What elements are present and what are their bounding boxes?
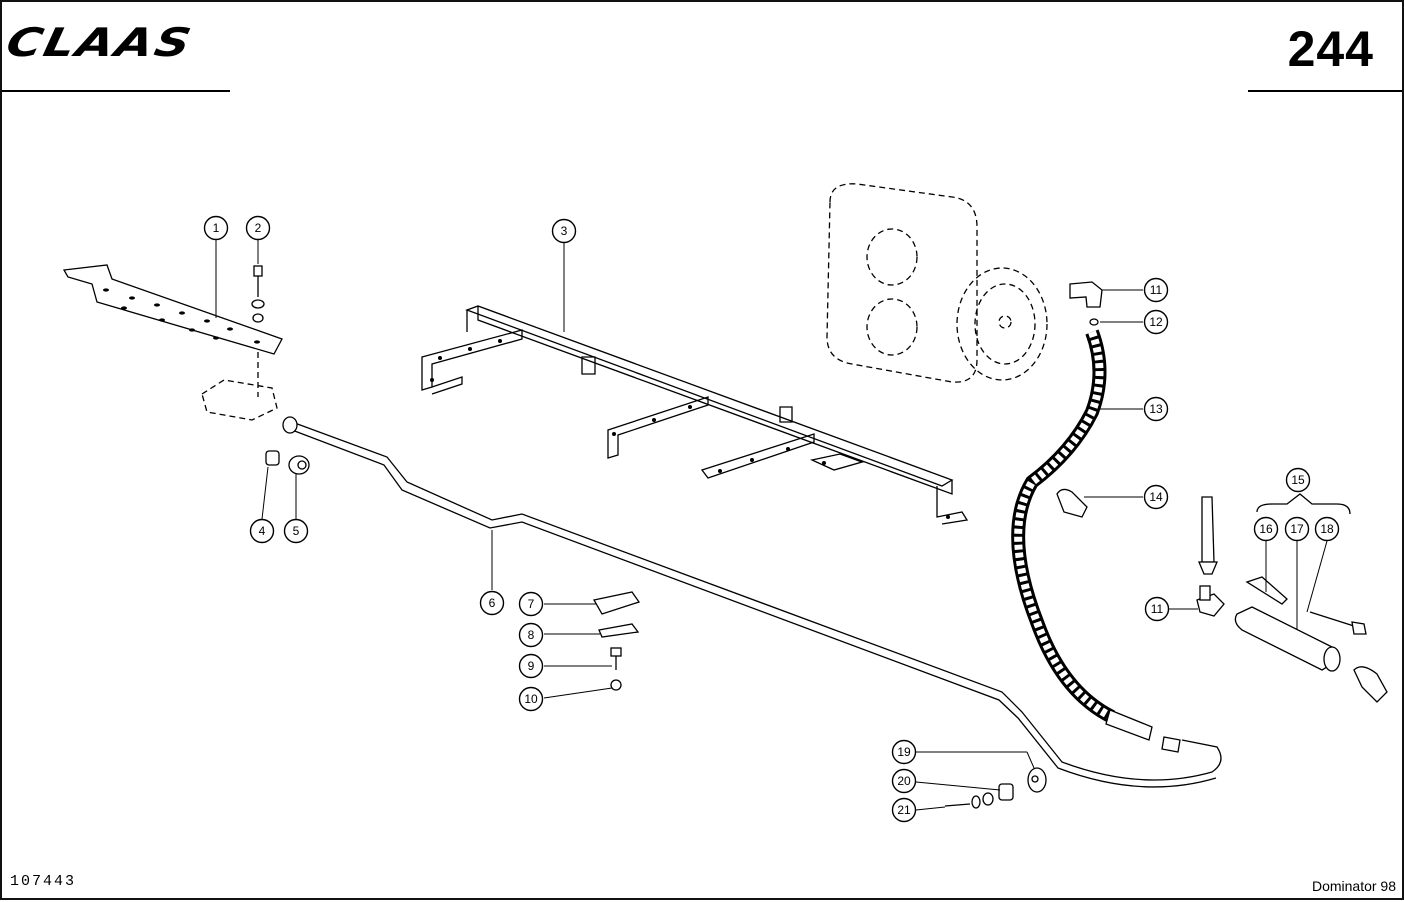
part-sensor-15 — [1198, 493, 1388, 703]
callout-17: 17 — [1284, 516, 1310, 542]
callout-18: 18 — [1314, 516, 1340, 542]
part-pipe-6 — [282, 416, 1222, 788]
part-clamp-14 — [1056, 488, 1088, 518]
callout-10: 10 — [518, 686, 544, 712]
svg-text:15: 15 — [1291, 473, 1305, 487]
part-bolt-2 — [251, 265, 265, 323]
svg-text:2: 2 — [255, 221, 262, 235]
svg-text:13: 13 — [1149, 402, 1163, 416]
callout-6: 6 — [479, 590, 505, 616]
callout-3: 3 — [551, 218, 577, 244]
svg-text:14: 14 — [1149, 490, 1163, 504]
part-spacer-20 — [998, 783, 1014, 801]
part-elbow-11-top — [1069, 281, 1103, 308]
callout-9: 9 — [518, 653, 544, 679]
page-number: 244 — [1287, 21, 1374, 77]
svg-text:19: 19 — [897, 745, 911, 759]
callout-2: 2 — [245, 215, 271, 241]
svg-text:8: 8 — [528, 628, 535, 642]
svg-text:16: 16 — [1259, 522, 1273, 536]
part-bolt-9 — [610, 647, 622, 670]
callout-11-lower: 11 — [1144, 596, 1170, 622]
part-frame-3 — [421, 305, 969, 525]
svg-text:3: 3 — [561, 224, 568, 238]
callout-16: 16 — [1253, 516, 1279, 542]
part-oring-12 — [1089, 318, 1099, 326]
callout-20: 20 — [891, 768, 917, 794]
callout-15: 15 — [1285, 467, 1311, 493]
part-clamp-19 — [1027, 767, 1047, 793]
leader-lines — [215, 240, 1328, 811]
callout-7: 7 — [518, 591, 544, 617]
part-clip-7 — [592, 591, 641, 615]
callout-12: 12 — [1143, 309, 1169, 335]
callout-5: 5 — [283, 518, 309, 544]
header-rule-left — [2, 90, 230, 92]
part-tee-11-lower — [1196, 585, 1225, 617]
svg-text:11: 11 — [1151, 602, 1164, 616]
svg-text:12: 12 — [1149, 315, 1163, 329]
callout-19: 19 — [891, 739, 917, 765]
svg-text:4: 4 — [259, 524, 266, 538]
callout-1: 1 — [203, 215, 229, 241]
svg-text:5: 5 — [293, 524, 300, 538]
svg-text:11: 11 — [1150, 283, 1163, 297]
part-pump-housing — [826, 183, 1048, 383]
callout-8: 8 — [518, 622, 544, 648]
part-nut-10 — [610, 679, 622, 691]
svg-text:7: 7 — [528, 597, 535, 611]
callout-4: 4 — [249, 518, 275, 544]
callout-14: 14 — [1143, 484, 1169, 510]
part-valve-block — [201, 352, 278, 421]
svg-text:21: 21 — [897, 803, 911, 817]
header-rule-right — [1248, 90, 1402, 92]
part-sleeve-5 — [288, 455, 310, 475]
part-strip-8 — [598, 623, 640, 638]
document-code: 107443 — [10, 873, 77, 890]
part-plate — [62, 264, 283, 355]
svg-text:1: 1 — [213, 221, 220, 235]
model-name: Dominator 98 — [1311, 878, 1396, 894]
svg-text:17: 17 — [1290, 522, 1304, 536]
svg-text:10: 10 — [524, 692, 538, 706]
svg-text:9: 9 — [528, 659, 535, 673]
part-hose-13 — [1011, 329, 1181, 753]
callout-11-top: 11 — [1143, 277, 1169, 303]
svg-text:20: 20 — [897, 774, 911, 788]
svg-text:18: 18 — [1320, 522, 1334, 536]
part-nut-4 — [265, 450, 280, 466]
callout-13: 13 — [1143, 396, 1169, 422]
svg-text:6: 6 — [489, 596, 496, 610]
part-bolt-21 — [944, 792, 994, 809]
callout-21: 21 — [891, 797, 917, 823]
